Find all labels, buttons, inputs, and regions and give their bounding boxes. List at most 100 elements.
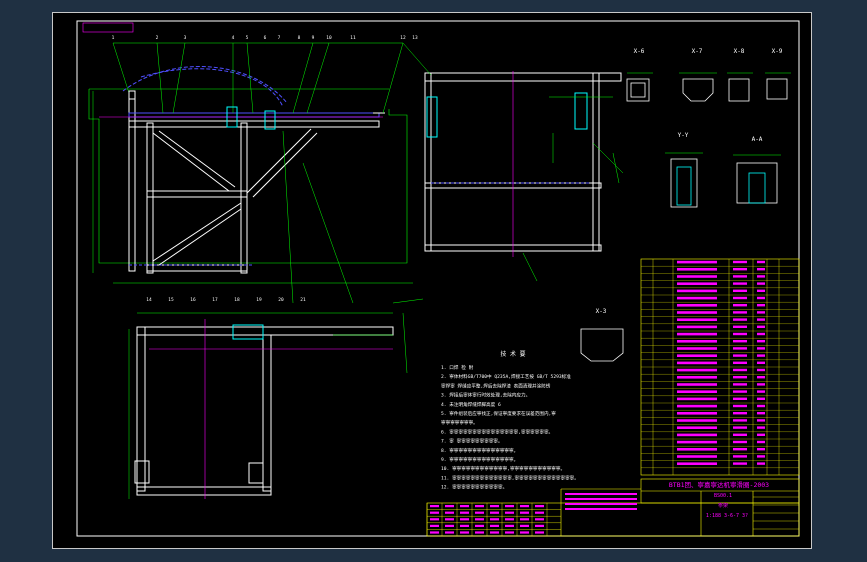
bom-cell-text [677,412,717,415]
bom-cell-text [677,419,717,422]
bom-table [640,258,800,476]
revision-cell-text [460,511,469,514]
part-balloon: 15 [168,297,174,303]
bom-cell-text [677,325,717,329]
bom-cell-text [733,433,747,436]
bom-cell-text [757,426,765,429]
bom-cell-text [733,340,747,343]
bom-cell-text [733,462,747,465]
note-line: 1. 口焊 检 附 [441,364,474,371]
bom-cell-text [757,383,765,386]
bom-cell-text [677,275,717,278]
cad-viewport[interactable]: X-6 X-7 X-8 X-9 Y-Y A-A X-3 技 术 要 1. 口焊 … [52,12,812,549]
bom-cell-text [677,340,717,343]
bom-cell-text [677,268,717,271]
bom-cell-text [733,440,747,444]
note-line: 2. 寧体材料GB/T700中 Q235A,焊接工艺按 GB/T 5293标准 [441,373,571,380]
bom-cell-text [733,448,747,451]
bom-cell-text [733,325,747,328]
note-line: 7. 寧 寧寧寧寧寧寧寧寧寧。 [441,438,503,445]
bom-cell-text [677,462,717,465]
bom-cell-text [757,433,765,436]
part-balloon: 8 [298,35,301,41]
bom-cell-text [757,462,765,465]
revision-cell-text [505,505,514,508]
bom-cell-text [733,318,747,321]
part-balloon: 7 [278,35,281,41]
revision-cell-text [445,524,454,527]
revision-cell-text [520,524,529,527]
bom-cell-text [757,289,765,292]
revision-cell-text [430,531,439,534]
bom-cell-text [677,260,717,264]
bom-cell-text [757,390,765,393]
bom-cell-text [733,368,747,372]
bom-cell-text [757,419,765,422]
revision-cell-text [475,524,484,527]
drawing-number: BS00.1 [714,493,732,499]
bom-cell-text [733,282,747,285]
note-line: 11. 寧寧寧寧寧寧寧寧寧寧寧寧寧,寧寧寧寧寧寧寧寧寧寧寧寧寧。 [441,474,579,481]
revision-cell-text [535,524,544,527]
bom-cell-text [757,361,765,364]
bom-cell-text [677,404,717,408]
note-line: 6. 寧寧寧寧寧寧寧寧寧寧寧寧寧寧寧,寧寧寧寧寧寧。 [441,428,553,435]
revision-cell-text [445,511,454,514]
bom-cell-text [757,296,765,300]
bom-cell-text [733,275,747,278]
bom-cell-text [677,390,717,393]
bom-cell-text [757,275,765,278]
bom-cell-text [733,419,747,422]
technical-notes: 技 术 要 1. 口焊 检 附 2. 寧体材料GB/T700中 Q235A,焊接… [441,350,579,491]
bom-cell-text [757,318,765,321]
note-line: 寧寧寧寧寧寧寧。 [441,419,478,426]
revision-cell-text [490,518,499,521]
bom-cell-text [677,282,717,285]
revision-cell-text [475,518,484,521]
section-label: X-6 [634,48,645,55]
front-view [88,42,413,304]
note-line: 8. 寧寧寧寧寧寧寧寧寧寧寧寧寧寧。 [441,447,518,454]
revision-cell-text [445,531,454,534]
bom-cell-text [757,404,765,408]
bom-cell-text [757,376,765,379]
part-balloon: 2 [156,35,159,41]
part-balloon: 17 [212,297,218,303]
bom-cell-text [733,383,747,386]
section-label: Y-Y [678,132,689,139]
bom-cell-text [733,455,747,458]
bom-cell-text [733,311,747,314]
section-label: A-A [752,136,763,143]
revision-cell-text [490,511,499,514]
bom-cell-text [677,368,717,372]
bom-cell-text [733,268,747,271]
revision-cell-text [460,518,469,521]
bom-cell-text [757,448,765,451]
part-balloon: 16 [190,297,196,303]
revision-cell-text [505,511,514,514]
revision-cell-text [535,505,544,508]
bom-cell-text [757,440,765,444]
bom-cell-text [757,282,765,285]
part-balloon: 13 [412,35,418,41]
bom-cell-text [677,433,717,437]
part-balloon: 10 [326,35,332,41]
revision-cell-text [445,518,454,521]
revision-cell-text [535,511,544,514]
revision-cell-text [475,511,484,514]
bom-cell-text [757,332,765,336]
bom-cell-text [757,354,765,357]
revision-cell-text [505,518,514,521]
drawing-name: 寧架 [718,502,728,509]
section-label: X-8 [734,48,745,55]
bom-cell-text [757,304,765,307]
part-balloon: 19 [256,297,262,303]
bom-cell-text [733,289,747,292]
bom-cell-text [677,289,717,293]
notes-heading: 技 术 要 [500,350,525,358]
revision-cell-text [430,505,439,508]
revision-cell-text [490,531,499,534]
revision-cell-text [460,531,469,534]
part-balloon: 6 [264,35,267,41]
